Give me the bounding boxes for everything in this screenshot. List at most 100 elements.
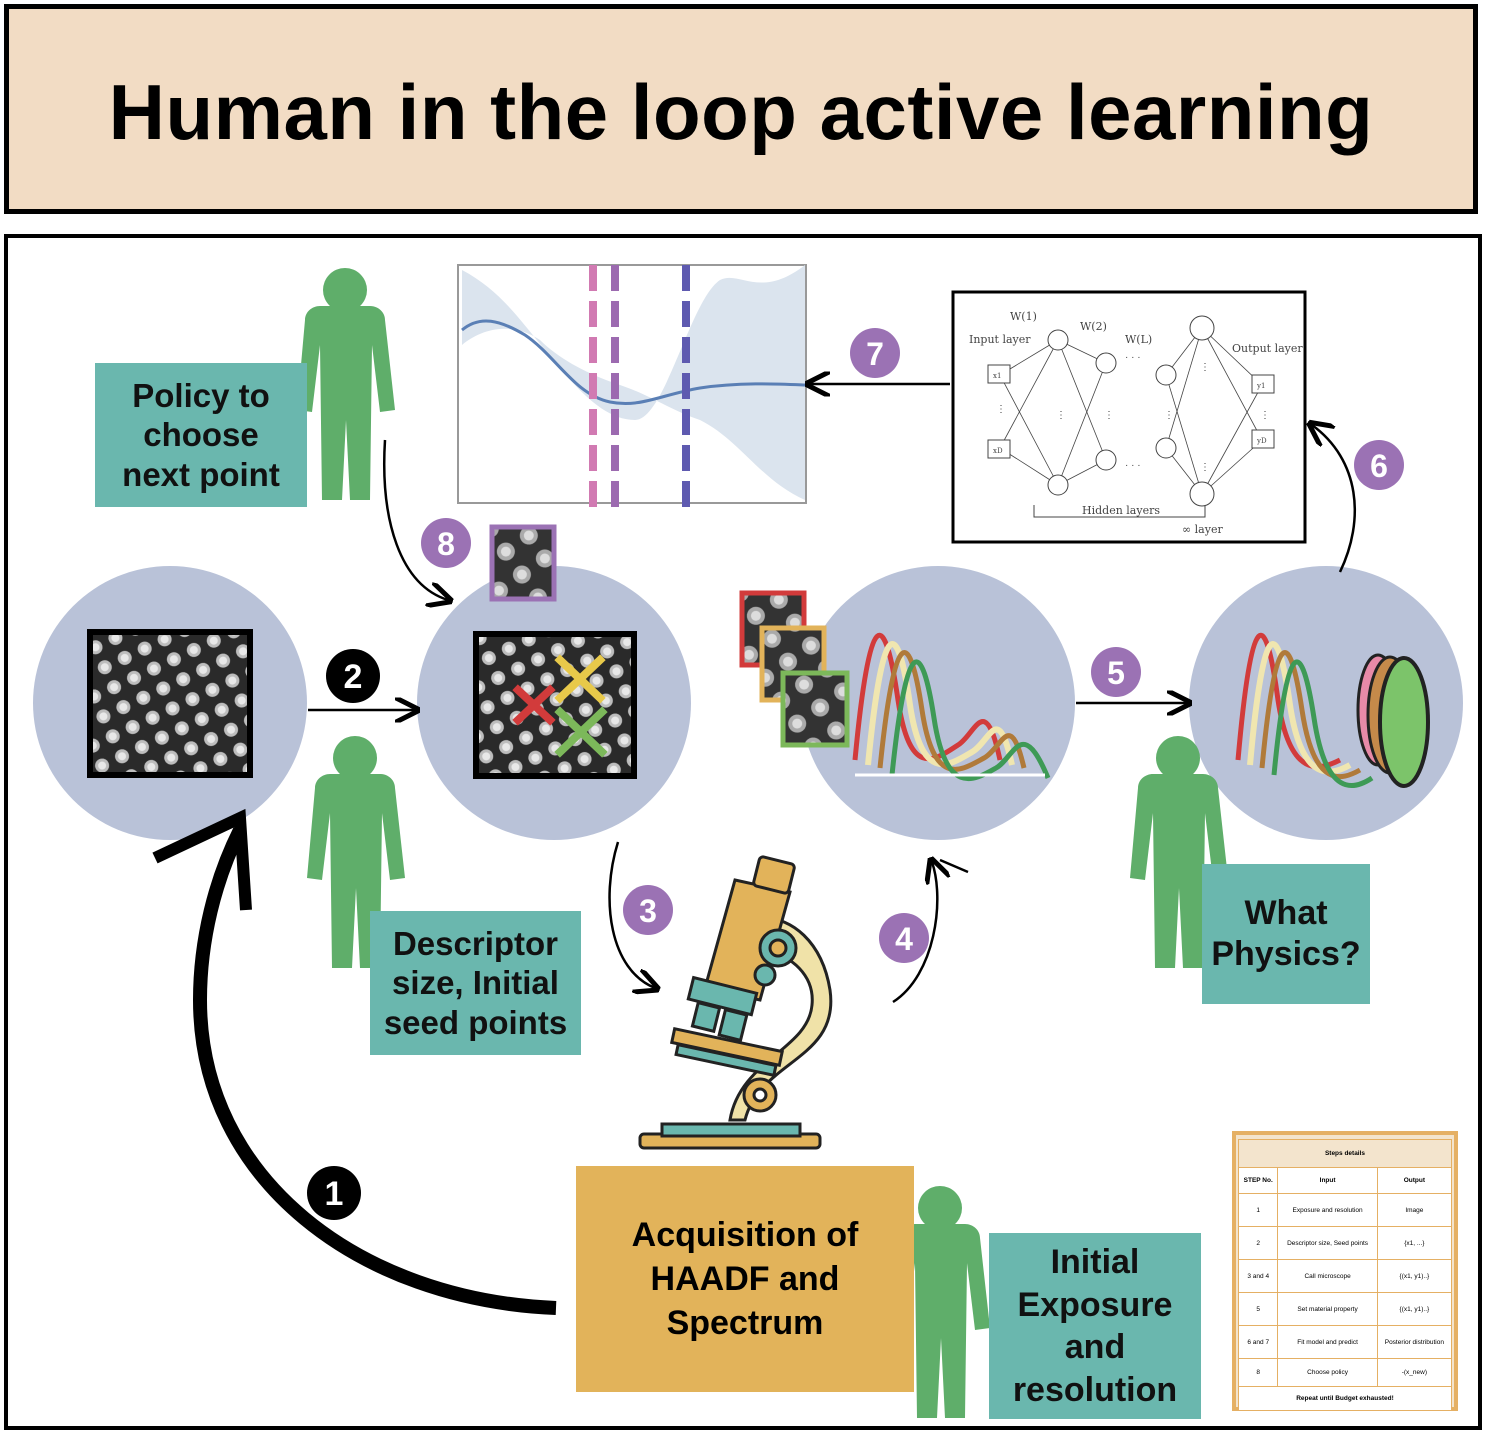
nn-x1: x1: [993, 372, 1001, 380]
table-cell: {x1, ...}: [1376, 1226, 1453, 1260]
steps-footer: Repeat until Budget exhausted!: [1238, 1386, 1452, 1411]
title-banner: Human in the loop active learning: [4, 4, 1478, 214]
table-cell: Descriptor size, Seed points: [1277, 1226, 1378, 1260]
neural-network: Input layer Output layer Hidden layers ∞…: [951, 290, 1307, 544]
label-physics-line1: What: [1244, 894, 1328, 933]
table-cell: 3 and 4: [1237, 1259, 1279, 1293]
svg-text:1: 1: [325, 1175, 344, 1213]
svg-text:8: 8: [437, 526, 455, 562]
table-cell: Image: [1376, 1193, 1453, 1227]
nn-input-layer: Input layer: [969, 333, 1031, 346]
table-cell: Fit model and predict: [1277, 1325, 1378, 1359]
haadf-image: [87, 629, 253, 778]
table-cell: -(x_new): [1376, 1358, 1453, 1387]
step-badge-2: 2: [326, 649, 380, 703]
label-policy: Policy to choose next point: [95, 363, 307, 507]
seed-crosses: [512, 654, 608, 758]
svg-text:5: 5: [1107, 655, 1125, 691]
step-badge-8: 8: [421, 518, 471, 568]
person-policy: [297, 268, 395, 500]
steps-title: Steps details: [1238, 1139, 1452, 1168]
table-cell: {(x1, y1)..}: [1376, 1259, 1453, 1293]
svg-text:⋮: ⋮: [996, 404, 1006, 415]
label-acquisition: Acquisition of HAADF and Spectrum: [576, 1166, 914, 1392]
label-policy-line2: choose: [143, 416, 259, 454]
nn-xd: xD: [993, 447, 1003, 455]
person-exposure: [892, 1186, 990, 1418]
step-badge-1: 1: [307, 1166, 361, 1220]
svg-text:⋮: ⋮: [1200, 462, 1210, 473]
svg-text:· · ·: · · ·: [1125, 352, 1141, 363]
svg-text:⋮: ⋮: [1164, 410, 1174, 421]
table-cell: 6 and 7: [1237, 1325, 1279, 1359]
label-descriptor-line3: seed points: [383, 1003, 568, 1041]
nn-hidden-layers: Hidden layers: [1082, 504, 1160, 517]
svg-text:3: 3: [639, 893, 657, 929]
patch-green: [780, 670, 850, 748]
steps-header-step: STEP No.: [1237, 1167, 1279, 1194]
loop-arrow: [192, 826, 557, 1315]
steps-header-output: Output: [1376, 1167, 1453, 1194]
seed-image: [473, 631, 637, 779]
nn-output-layer: Output layer: [1232, 342, 1303, 355]
table-cell: 5: [1237, 1292, 1279, 1326]
step-badge-3: 3: [623, 885, 673, 935]
ellipse-green: [1378, 656, 1430, 788]
table-cell: Posterior distribution: [1376, 1325, 1453, 1359]
table-cell: Choose policy: [1277, 1358, 1378, 1387]
table-cell: Exposure and resolution: [1277, 1193, 1378, 1227]
physics-curves: [1235, 632, 1374, 789]
label-policy-line1: Policy to: [132, 376, 270, 414]
table-cell: 8: [1237, 1358, 1279, 1387]
microscope-icon: [638, 855, 833, 1150]
spectra-curves: [852, 632, 1051, 782]
page-title: Human in the loop active learning: [108, 68, 1374, 156]
svg-text:⋮: ⋮: [1104, 410, 1114, 421]
label-acquisition-line2: HAADF and: [650, 1259, 840, 1298]
svg-text:⋮: ⋮: [1200, 362, 1210, 373]
label-acquisition-line3: Spectrum: [666, 1304, 824, 1343]
svg-text:6: 6: [1370, 448, 1388, 484]
label-physics: What Physics?: [1202, 864, 1370, 1004]
step-badge-4: 4: [879, 913, 929, 963]
label-policy-line3: next point: [122, 455, 280, 493]
nn-yd: yD: [1256, 437, 1267, 445]
label-initial-line4: resolution: [1012, 1370, 1178, 1409]
flow-arrows: [308, 384, 1356, 1004]
svg-text:4: 4: [895, 921, 913, 957]
nn-inf-layer: ∞ layer: [1182, 523, 1223, 536]
label-initial-line2: Exposure: [1017, 1285, 1173, 1324]
nn-w1: W(1): [1010, 310, 1037, 323]
step-badge-7: 7: [850, 328, 900, 378]
steps-header-input: Input: [1277, 1167, 1378, 1194]
loop-arrowhead: [152, 808, 252, 911]
label-initial: Initial Exposure and resolution: [989, 1233, 1201, 1419]
label-physics-line2: Physics?: [1211, 935, 1361, 973]
label-initial-line3: and: [1064, 1328, 1126, 1366]
table-cell: Call microscope: [1277, 1259, 1378, 1293]
step-badge-6: 6: [1354, 440, 1404, 490]
step-badge-5: 5: [1091, 647, 1141, 697]
circle-spectra: [801, 566, 1075, 840]
table-cell: 1: [1237, 1193, 1279, 1227]
label-acquisition-line1: Acquisition of: [631, 1215, 859, 1254]
nn-wl: W(L): [1125, 333, 1152, 346]
svg-text:⋮: ⋮: [1056, 410, 1066, 421]
table-cell: {(x1, y1)..}: [1376, 1292, 1453, 1326]
label-descriptor-line1: Descriptor: [392, 924, 559, 962]
svg-text:⋮: ⋮: [1260, 410, 1270, 421]
label-initial-line1: Initial: [1050, 1243, 1140, 1281]
svg-text:2: 2: [344, 658, 363, 696]
gp-plot: [457, 264, 807, 512]
svg-text:· · ·: · · ·: [1125, 460, 1141, 471]
label-descriptor-line2: size, Initial: [392, 964, 559, 1002]
chosen-patch: [489, 524, 557, 602]
